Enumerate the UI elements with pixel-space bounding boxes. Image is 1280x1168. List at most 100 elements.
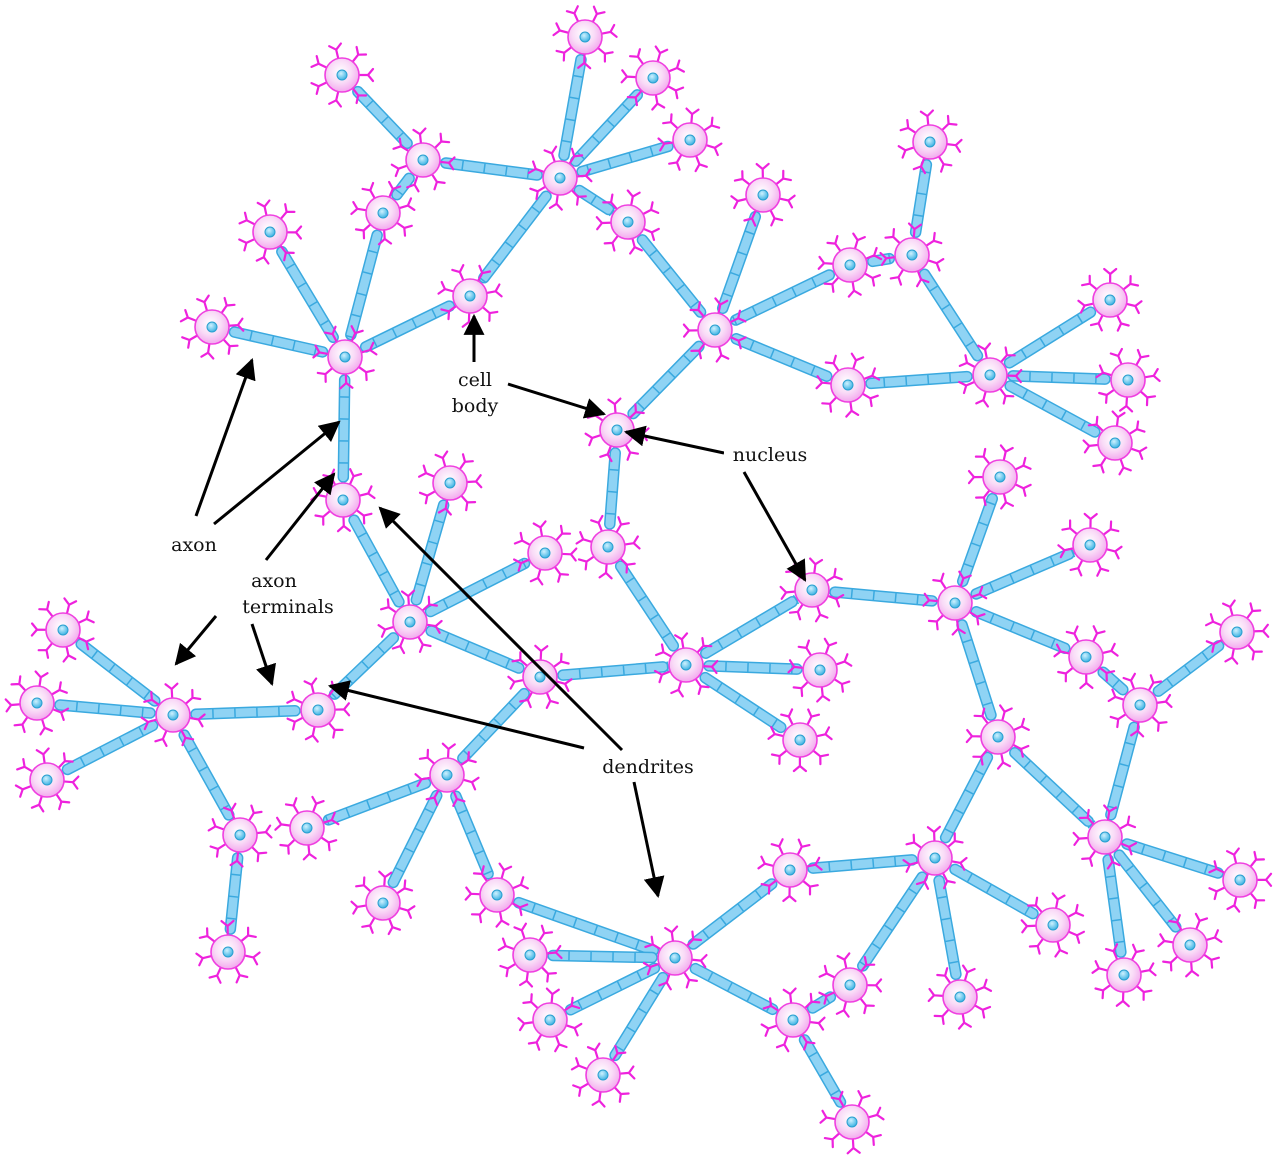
dendrite bbox=[932, 572, 948, 592]
neuron bbox=[760, 987, 826, 1053]
axon-fibre bbox=[614, 560, 680, 652]
axon-fibre bbox=[387, 789, 443, 889]
myelin-node bbox=[97, 703, 100, 714]
dendrite bbox=[198, 927, 218, 944]
myelin-node bbox=[1041, 399, 1048, 410]
axon-fibre bbox=[1105, 721, 1140, 821]
dendrite bbox=[933, 1007, 951, 1025]
axon bbox=[1121, 838, 1224, 879]
myelin-node bbox=[736, 628, 743, 638]
dendrite bbox=[249, 844, 268, 863]
axon bbox=[857, 871, 928, 972]
axon-fibre bbox=[557, 661, 669, 681]
nucleus bbox=[491, 889, 503, 901]
myelin-node bbox=[811, 277, 817, 288]
myelin-node bbox=[828, 861, 831, 872]
neuron bbox=[767, 708, 833, 773]
neuron bbox=[1095, 347, 1161, 413]
neuron bbox=[1082, 410, 1148, 476]
myelin-node bbox=[883, 377, 886, 388]
myelin-node bbox=[1024, 905, 1031, 916]
myelin-node bbox=[521, 558, 527, 569]
dendrite bbox=[884, 228, 903, 246]
dendrite bbox=[513, 531, 533, 547]
myelin-node bbox=[1105, 875, 1116, 879]
axon-fibre bbox=[829, 586, 938, 607]
myelin-node bbox=[702, 929, 710, 939]
myelin-node bbox=[1124, 741, 1135, 746]
nucleus bbox=[1118, 969, 1130, 981]
dendrite bbox=[350, 45, 368, 65]
myelin-node bbox=[561, 139, 572, 143]
myelin-node bbox=[666, 661, 669, 672]
myelin-node bbox=[608, 207, 616, 217]
axon-fibre bbox=[478, 190, 552, 284]
myelin-node bbox=[465, 829, 476, 835]
cell-body-label-line2: body bbox=[452, 395, 499, 417]
axon bbox=[345, 229, 383, 341]
nucleus bbox=[301, 822, 313, 834]
axon bbox=[450, 790, 494, 880]
dendrite bbox=[863, 1129, 882, 1146]
axon-fibre bbox=[348, 514, 405, 608]
dendrite bbox=[923, 231, 943, 248]
axon bbox=[730, 333, 833, 382]
nucleus bbox=[464, 290, 476, 302]
dendrite bbox=[623, 441, 639, 461]
dendrite bbox=[1095, 557, 1110, 577]
myelin-node bbox=[662, 266, 672, 275]
axon-fibre bbox=[1009, 746, 1094, 828]
neuron bbox=[897, 109, 963, 175]
axon bbox=[1009, 746, 1096, 829]
myelin-node bbox=[1161, 850, 1167, 861]
axon-arrow-1 bbox=[194, 358, 256, 517]
axon bbox=[564, 962, 661, 1016]
dendrite bbox=[662, 113, 681, 131]
nucleus bbox=[404, 616, 416, 628]
neuron bbox=[682, 297, 747, 363]
myelin-node bbox=[754, 889, 762, 899]
dendrite bbox=[361, 914, 377, 934]
neuron bbox=[418, 450, 483, 516]
dendrite bbox=[1012, 482, 1032, 497]
myelin-node bbox=[944, 828, 954, 834]
myelin-node bbox=[722, 292, 733, 298]
nucleus bbox=[844, 979, 856, 991]
myelin-node bbox=[457, 809, 468, 815]
myelin-node bbox=[614, 932, 619, 943]
neuron bbox=[1107, 672, 1173, 738]
nucleus bbox=[709, 324, 721, 336]
myelin-node bbox=[230, 873, 241, 877]
axon bbox=[557, 661, 669, 681]
myelin-node bbox=[719, 916, 727, 926]
myelin-node bbox=[119, 705, 122, 716]
neuron bbox=[879, 222, 945, 288]
myelin-node bbox=[386, 792, 392, 802]
dendrite bbox=[179, 309, 200, 323]
myelin-node bbox=[682, 354, 692, 363]
nucleus bbox=[1134, 699, 1146, 711]
neuron bbox=[207, 802, 273, 868]
myelin-node bbox=[737, 251, 748, 256]
dendrite bbox=[286, 690, 306, 705]
axon-fibre bbox=[54, 699, 156, 719]
nucleus bbox=[234, 829, 246, 841]
axon-fibre bbox=[806, 991, 837, 1014]
dendrite bbox=[1065, 903, 1085, 919]
nucleus bbox=[1099, 831, 1111, 843]
nucleus bbox=[906, 249, 918, 261]
dendrite bbox=[760, 1023, 780, 1037]
dendrite bbox=[936, 967, 953, 986]
dendrite bbox=[770, 838, 785, 858]
nucleus bbox=[1231, 626, 1243, 638]
axon-label: axon bbox=[171, 534, 217, 556]
nucleus bbox=[647, 72, 659, 84]
myelin-node bbox=[590, 195, 597, 205]
myelin-node bbox=[433, 519, 444, 524]
dendrite bbox=[552, 564, 570, 583]
myelin-node bbox=[790, 357, 796, 368]
dendrite bbox=[509, 876, 529, 891]
myelin-node bbox=[908, 887, 918, 895]
dendrite bbox=[278, 203, 296, 222]
axon bbox=[729, 269, 836, 326]
